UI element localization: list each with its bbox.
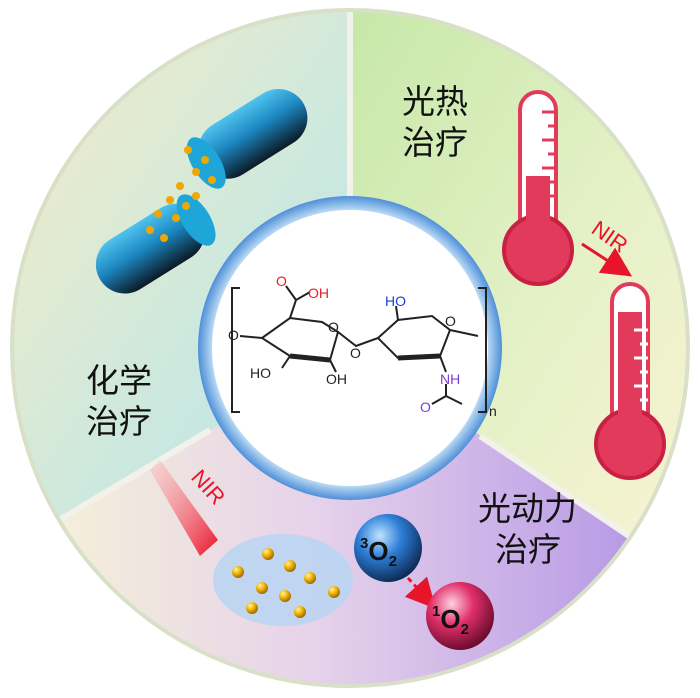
label-ho-left: HO: [250, 365, 271, 381]
bond-acetyl: [431, 384, 463, 405]
bond-end-left: [239, 335, 263, 339]
bond-ho-right: [395, 305, 399, 321]
nir-beam: [150, 460, 218, 556]
photodynamic-label-line1: 光动力: [478, 489, 577, 528]
label-ho-right: HO: [385, 293, 406, 309]
photothermal-label-line2: 治疗: [402, 123, 468, 162]
bracket-right: [478, 287, 487, 413]
thermometer-hot: [594, 282, 666, 480]
singlet-sub: 2: [461, 621, 469, 638]
thermometer-cool: [502, 90, 574, 286]
ring-right-bold: [397, 353, 441, 361]
bond-glyco: [337, 331, 379, 348]
bond-nh: [439, 355, 447, 373]
label-oh-top: OH: [308, 285, 329, 301]
label-o-link: O: [350, 345, 361, 361]
center-face: [212, 210, 488, 486]
triplet-base: O: [368, 536, 388, 566]
molecule-labels: OH O HO O O O O HO OH NH O n: [228, 273, 497, 419]
chemo-label-line2: 治疗: [86, 402, 152, 441]
hyaluronic-acid-structure: [231, 285, 487, 413]
label-o-acetyl: O: [420, 399, 431, 415]
capsule-top-half: [198, 88, 308, 179]
label-o-ring-right: O: [445, 313, 456, 329]
photothermal-label-line1: 光热: [402, 82, 468, 121]
nir-arrow-thermal: [581, 242, 633, 277]
outer-ring-edge: [10, 8, 690, 688]
triplet-sup: 3: [360, 535, 368, 552]
singlet-oxygen-label: 1O2: [432, 603, 469, 638]
triplet-oxygen: 3O2: [354, 514, 422, 582]
bracket-left: [231, 287, 240, 413]
label-o-carbonyl: O: [276, 273, 287, 289]
capsule-illustration: [95, 88, 308, 294]
divider-right: [478, 433, 631, 539]
label-oh-mid: OH: [326, 371, 347, 387]
ring-left-bold: [289, 353, 331, 363]
center-panel: [198, 196, 502, 500]
triplet-oxygen-label: 3O2: [360, 535, 397, 570]
drug-particles: [146, 146, 216, 242]
divider-left: [59, 427, 212, 522]
bond-carbonyl: [285, 285, 297, 301]
bond-ho-left: [281, 355, 291, 369]
photodynamic-label-line2: 治疗: [495, 530, 561, 569]
label-o-ring-left: O: [328, 319, 339, 335]
bond-end-right: [449, 329, 479, 337]
singlet-base: O: [440, 604, 460, 634]
bond-oh-mid: [329, 359, 337, 373]
particle-cloud: [213, 534, 353, 626]
gold-particles: [232, 548, 340, 618]
oxygen-conversion-arrow: [404, 576, 437, 609]
label-o-end: O: [228, 327, 239, 343]
chemo-label-line1: 化学: [86, 361, 152, 400]
label-subscript-n: n: [489, 403, 497, 419]
singlet-sup: 1: [432, 603, 440, 620]
label-nh: NH: [440, 371, 460, 387]
capsule-bottom-half: [95, 203, 205, 294]
triplet-sub: 2: [389, 553, 397, 570]
singlet-oxygen: 1O2: [426, 582, 494, 650]
